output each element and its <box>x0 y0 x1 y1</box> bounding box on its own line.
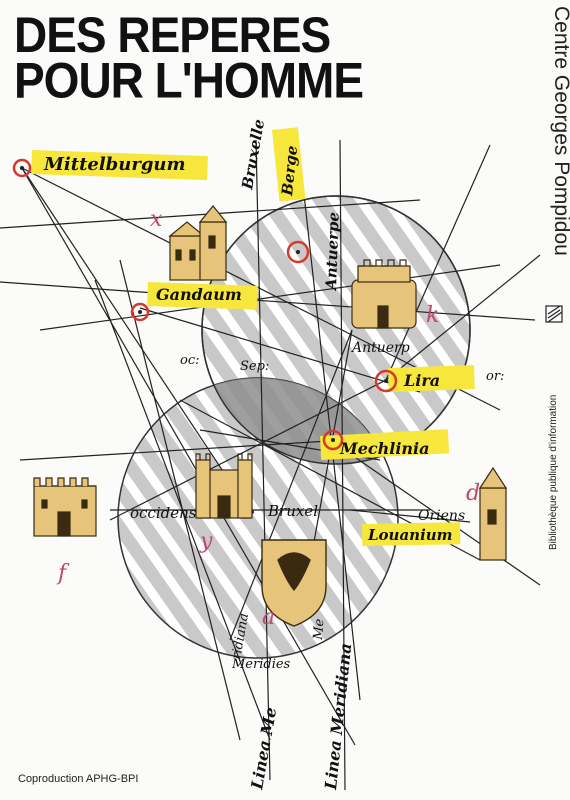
bpi-logo-icon <box>545 305 563 323</box>
label-louanium: Louanium <box>367 526 453 544</box>
poster-title: DES REPERES POUR L'HOMME <box>14 10 454 105</box>
label-antuerp: Antuerp <box>350 340 410 356</box>
label-oc: oc: <box>180 353 200 368</box>
label-mittelburgum: Mittelburgum <box>43 154 186 175</box>
label-meridiana-b: Me <box>311 618 328 641</box>
label-mechlinia: Mechlinia <box>339 439 430 458</box>
label-gandaum: Gandaum <box>156 285 242 304</box>
letter-x: x <box>150 207 163 232</box>
church-building-icon <box>168 205 228 281</box>
eagle-shield-icon <box>261 539 327 627</box>
label-berge: Berge <box>278 145 301 198</box>
letter-k: k <box>426 303 439 328</box>
place-markers <box>12 158 398 451</box>
label-sep: Sep: <box>240 359 269 374</box>
title-line-1: DES REPERES <box>14 6 331 63</box>
label-lira: Lira <box>403 371 440 390</box>
label-antuerpe: Antuerpe <box>322 212 343 292</box>
label-oriens: Oriens <box>418 508 465 524</box>
label-bruxel: Bruxel <box>267 502 318 520</box>
label-or: or: <box>486 369 504 384</box>
castle-bruxel-icon <box>195 453 253 519</box>
letter-a: a <box>262 605 275 630</box>
label-occidens: occidens <box>130 504 197 522</box>
letter-f: f <box>56 561 70 586</box>
letter-y: y <box>199 529 213 554</box>
label-linea-right: Linea Meridiana <box>321 642 355 791</box>
centre-pompidou-label: Centre Georges Pompidou <box>550 6 570 256</box>
tower-icon <box>478 466 508 561</box>
label-linea-left: Linea Me <box>247 706 280 792</box>
title-line-2: POUR L'HOMME <box>14 51 364 109</box>
sight-lines <box>0 139 541 791</box>
castle-left-icon <box>33 477 97 537</box>
label-bruxelle: Bruxelle <box>238 118 268 192</box>
coproduction-credit: Coproduction APHG-BPI <box>18 773 139 785</box>
highlights <box>31 127 475 546</box>
letter-d: d <box>466 481 480 506</box>
round-fortress-icon <box>351 259 417 329</box>
label-meridies: Meridies <box>231 657 291 672</box>
